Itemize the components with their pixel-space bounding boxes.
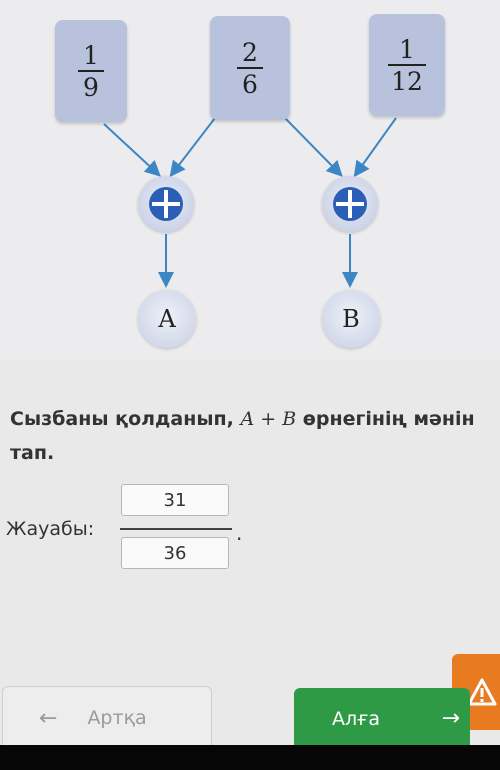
arrow-left-icon: ← [39, 705, 58, 731]
fraction-card-3-numerator: 1 [399, 34, 415, 64]
question-text-after: өрнегінің мәнін тап. [10, 408, 475, 464]
plus-icon [333, 187, 367, 221]
plus-operator-node-1 [138, 176, 194, 232]
fraction-card-1-denominator: 9 [83, 72, 99, 102]
fraction-card-3: 1 12 [369, 14, 445, 116]
next-button-label: Алға [332, 708, 381, 730]
connector-card3-plus2 [353, 117, 397, 178]
arrow-right-icon: → [441, 706, 460, 731]
connector-card2-plus1 [169, 117, 216, 178]
fraction-bar [237, 66, 263, 69]
plus-operator-node-2 [322, 176, 378, 232]
fraction-card-1: 1 9 [55, 20, 127, 122]
back-button[interactable]: ← Артқа [2, 686, 212, 750]
warning-icon [467, 678, 497, 706]
next-button[interactable]: Алға → [294, 688, 470, 750]
diagram-connectors [103, 115, 397, 288]
fraction-bar [78, 69, 104, 72]
fraction-card-1-numerator: 1 [83, 40, 99, 70]
question-text-before: Сызбаны қолданып, [10, 408, 241, 430]
bottom-black-bar [0, 745, 500, 770]
question-text: Сызбаны қолданып, A + B өрнегінің мәнін … [10, 402, 500, 470]
back-button-label: Артқа [87, 707, 147, 729]
fraction-card-3-denominator: 12 [391, 66, 423, 96]
answer-numerator-input[interactable]: 31 [121, 484, 229, 516]
answer-period: . [236, 521, 243, 545]
question-expression: A + B [240, 408, 297, 430]
fraction-card-2-numerator: 2 [242, 37, 258, 67]
result-node-b: B [322, 290, 380, 348]
fraction-diagram: 1 9 2 6 1 12 A B [0, 0, 500, 360]
answer-fraction-line [120, 528, 232, 530]
plus-icon [149, 187, 183, 221]
answer-denominator-input[interactable]: 36 [121, 537, 229, 569]
result-node-a: A [138, 290, 196, 348]
connector-card1-plus1 [103, 123, 161, 177]
fraction-card-2: 2 6 [210, 16, 290, 120]
fraction-bar [388, 63, 426, 66]
connector-card2-plus2 [282, 115, 343, 177]
fraction-card-2-denominator: 6 [242, 69, 258, 99]
answer-label: Жауабы: [6, 518, 95, 540]
